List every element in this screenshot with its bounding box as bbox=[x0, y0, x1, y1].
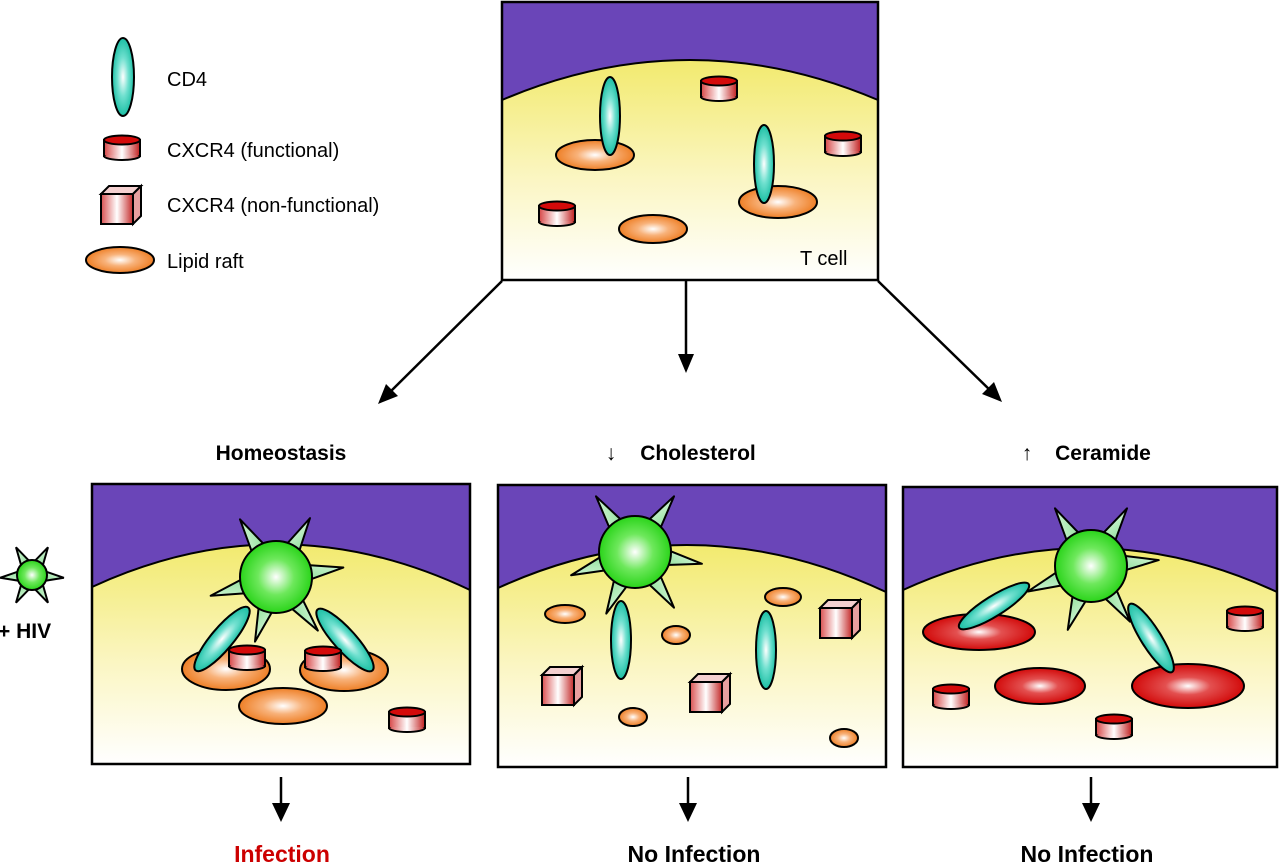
legend-item-lipid-raft: Lipid raft bbox=[85, 246, 244, 274]
arrowhead bbox=[1082, 803, 1100, 822]
legend-item-cxcr4-functional: CXCR4 (functional) bbox=[103, 134, 339, 162]
lipid-raft bbox=[238, 687, 328, 725]
arrowhead bbox=[378, 384, 398, 404]
panel-title-ceramide: ↑ Ceramide bbox=[1022, 442, 1151, 465]
arrowhead bbox=[679, 803, 697, 822]
cxcr4-nonfunctional bbox=[541, 666, 583, 706]
cxcr4-functional bbox=[932, 683, 970, 710]
lipid-raft bbox=[764, 587, 802, 607]
cd4-receptor bbox=[193, 605, 251, 673]
lipid-raft bbox=[618, 707, 648, 727]
cxcr4-functional bbox=[538, 200, 576, 227]
outcome-arrows bbox=[272, 777, 1100, 822]
arrowhead bbox=[272, 803, 290, 822]
hiv-virion-icon bbox=[0, 546, 65, 604]
t-cell-panel: T cell bbox=[500, 0, 880, 282]
up-arrow-icon: ↑ bbox=[1022, 442, 1033, 465]
down-arrow-icon: ↓ bbox=[606, 442, 617, 465]
cxcr4-functional bbox=[1226, 605, 1264, 632]
cxcr4-functional bbox=[700, 75, 738, 102]
panel-cholesterol bbox=[496, 483, 888, 769]
cxcr4-functional bbox=[228, 644, 266, 671]
panel-border bbox=[901, 485, 1279, 769]
legend-label: CD4 bbox=[167, 69, 207, 91]
cxcr4-functional bbox=[388, 706, 426, 733]
panel-border bbox=[496, 483, 888, 769]
outcome-homeostasis: Infection bbox=[234, 841, 330, 863]
outcome-ceramide: No Infection bbox=[1021, 841, 1154, 863]
lipid-raft-icon bbox=[85, 246, 155, 274]
cell-membrane bbox=[497, 544, 887, 768]
cxcr4-nonfunctional-icon bbox=[100, 185, 142, 225]
cd4-receptor bbox=[1127, 602, 1175, 674]
cxcr4-functional bbox=[1095, 713, 1133, 740]
arrow-to-homeostasis bbox=[385, 280, 503, 397]
panel-ceramide bbox=[901, 485, 1279, 769]
arrow-to-ceramide bbox=[877, 280, 995, 395]
panel-homeostasis bbox=[90, 482, 472, 766]
ceramide-platform bbox=[1131, 663, 1245, 709]
cell-membrane bbox=[501, 59, 879, 281]
outcomes: Infection No Infection No Infection bbox=[234, 841, 1153, 863]
cd4-icon bbox=[111, 37, 135, 117]
panel-title-cholesterol: ↓ Cholesterol bbox=[606, 442, 756, 465]
arrowhead bbox=[982, 382, 1002, 402]
legend-item-cd4: CD4 bbox=[111, 37, 207, 117]
legend-label: CXCR4 (functional) bbox=[167, 140, 339, 162]
cxcr4-nonfunctional bbox=[819, 599, 861, 639]
lipid-raft bbox=[618, 214, 688, 244]
cxcr4-functional bbox=[824, 130, 862, 157]
legend-label: CXCR4 (non-functional) bbox=[167, 195, 379, 217]
cxcr4-functional-icon bbox=[103, 134, 141, 161]
lipid-raft bbox=[555, 139, 635, 171]
cxcr4-functional bbox=[304, 645, 342, 672]
hiv-virion bbox=[567, 490, 705, 619]
cd4-receptor bbox=[755, 610, 777, 690]
panel-title-homeostasis: Homeostasis bbox=[216, 442, 347, 465]
branch-arrows bbox=[378, 280, 1002, 404]
panel-title-text: Cholesterol bbox=[640, 442, 756, 465]
cd4-receptor bbox=[957, 581, 1031, 631]
cd4-receptor bbox=[610, 600, 632, 680]
cxcr4-nonfunctional bbox=[689, 673, 731, 713]
panel-titles: Homeostasis ↓ Cholesterol ↑ Ceramide bbox=[216, 442, 1151, 465]
t-cell-label: T cell bbox=[800, 248, 847, 270]
hiv-virion bbox=[207, 513, 346, 646]
lipid-raft bbox=[829, 728, 859, 748]
cd4-receptor bbox=[753, 124, 775, 204]
hiv-label: + HIV bbox=[0, 620, 51, 643]
hiv-virion bbox=[1023, 503, 1161, 634]
panel-border bbox=[90, 482, 472, 766]
cd4-receptor bbox=[599, 76, 621, 156]
panel-title-text: Ceramide bbox=[1055, 442, 1151, 465]
panel-border bbox=[500, 0, 880, 282]
legend-item-cxcr4-nonfunctional: CXCR4 (non-functional) bbox=[100, 185, 379, 225]
lipid-raft bbox=[738, 185, 818, 219]
lipid-raft bbox=[661, 625, 691, 645]
arrowhead bbox=[678, 354, 694, 373]
outcome-cholesterol: No Infection bbox=[628, 841, 761, 863]
cell-membrane bbox=[91, 543, 471, 765]
ceramide-platform bbox=[994, 667, 1086, 705]
lipid-raft bbox=[544, 604, 586, 624]
legend-label: Lipid raft bbox=[167, 251, 244, 273]
legend: CD4 CXCR4 (functional) CXCR4 (non-functi… bbox=[85, 37, 379, 274]
hiv-marker: + HIV bbox=[0, 546, 65, 643]
